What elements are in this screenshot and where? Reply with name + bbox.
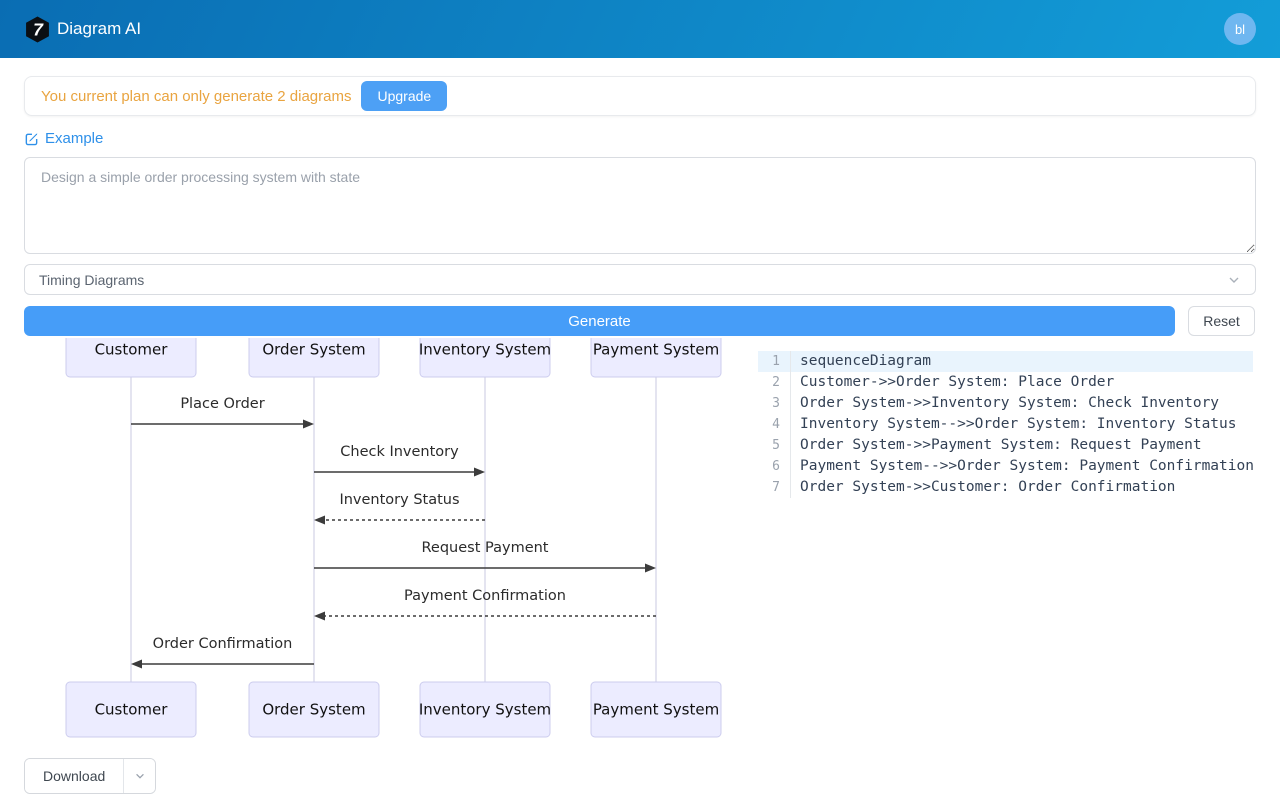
arrowhead-icon — [314, 611, 325, 621]
actor-box-top — [590, 338, 722, 378]
actor-box-top — [419, 338, 551, 378]
actor-box-top — [65, 338, 197, 378]
actor-label: Payment System — [593, 701, 719, 719]
diagram-type-value: Timing Diagrams — [39, 271, 145, 288]
download-menu-button[interactable] — [123, 759, 156, 793]
code-editor[interactable]: 1 sequenceDiagram 2 Customer->>Order System… — [758, 351, 1253, 502]
code-text: Customer->>Order System: Place Order — [800, 374, 1115, 390]
line-number: 1 — [758, 351, 791, 372]
plan-notice-banner: You current plan can only generate 2 dia… — [24, 76, 1256, 116]
chevron-down-icon — [134, 770, 146, 782]
plan-notice-text: You current plan can only generate 2 dia… — [41, 87, 352, 105]
code-line[interactable]: 4 Inventory System-->>Order System: Inven… — [758, 414, 1253, 435]
code-text: Inventory System-->>Order System: Invent… — [800, 416, 1237, 432]
message-label: Check Inventory — [340, 444, 459, 460]
actor-box-top — [248, 338, 380, 378]
message-label: Inventory Status — [339, 492, 459, 508]
code-text: Order System->>Inventory System: Check I… — [800, 395, 1220, 411]
edit-icon — [24, 131, 39, 146]
diagram-type-select[interactable]: Timing Diagrams — [24, 264, 1256, 295]
line-number: 6 — [758, 456, 791, 477]
user-avatar[interactable]: bl — [1224, 13, 1256, 45]
actor-box-bottom — [419, 681, 551, 738]
actor-label: Order System — [262, 701, 365, 719]
code-line[interactable]: 5 Order System->>Payment System: Request … — [758, 435, 1253, 456]
download-split-button: Download — [24, 758, 157, 794]
arrowhead-icon — [474, 467, 485, 477]
code-line[interactable]: 7 Order System->>Customer: Order Confirma… — [758, 477, 1253, 498]
code-line[interactable]: 3 Order System->>Inventory System: Check … — [758, 393, 1253, 414]
example-link-label: Example — [45, 130, 104, 147]
actor-box-bottom — [248, 681, 380, 738]
download-button[interactable]: Download — [25, 759, 124, 793]
arrowhead-icon — [645, 563, 656, 573]
chevron-down-icon — [1227, 273, 1241, 287]
reset-button[interactable]: Reset — [1188, 306, 1255, 336]
actor-label: Payment System — [593, 341, 719, 359]
line-number: 2 — [758, 372, 791, 393]
line-number: 3 — [758, 393, 791, 414]
example-link[interactable]: Example — [24, 130, 103, 147]
code-text: Order System->>Customer: Order Confirmat… — [800, 479, 1176, 495]
line-number: 5 — [758, 435, 791, 456]
generate-button[interactable]: Generate — [24, 306, 1175, 336]
actor-label: Customer — [95, 701, 169, 719]
arrowhead-icon — [314, 515, 325, 525]
upgrade-button[interactable]: Upgrade — [361, 81, 448, 111]
svg-text:7: 7 — [33, 19, 44, 39]
code-text: sequenceDiagram — [800, 353, 931, 369]
actor-box-bottom — [65, 681, 197, 738]
app-header: 7 Diagram AI bl — [0, 0, 1280, 58]
line-number: 7 — [758, 477, 791, 498]
message-label: Place Order — [180, 396, 264, 412]
line-number: 4 — [758, 414, 791, 435]
prompt-textarea[interactable] — [24, 157, 1256, 254]
actor-box-bottom — [590, 681, 722, 738]
arrowhead-icon — [131, 659, 142, 669]
app-logo-icon: 7 — [24, 16, 51, 43]
code-text: Payment System-->>Order System: Payment … — [800, 458, 1253, 474]
code-line[interactable]: 6 Payment System-->>Order System: Payment… — [758, 456, 1253, 477]
arrowhead-icon — [303, 419, 314, 429]
actor-label: Inventory System — [419, 701, 551, 719]
message-label: Request Payment — [422, 540, 549, 556]
code-text: Order System->>Payment System: Request P… — [800, 437, 1202, 453]
code-line[interactable]: 2 Customer->>Order System: Place Order — [758, 372, 1253, 393]
actor-label: Order System — [262, 341, 365, 359]
actor-label: Customer — [95, 341, 169, 359]
message-label: Payment Confirmation — [404, 588, 566, 604]
code-line[interactable]: 1 sequenceDiagram — [758, 351, 1253, 372]
message-label: Order Confirmation — [153, 636, 293, 652]
app-title: Diagram AI — [57, 19, 142, 38]
actor-label: Inventory System — [419, 341, 551, 359]
